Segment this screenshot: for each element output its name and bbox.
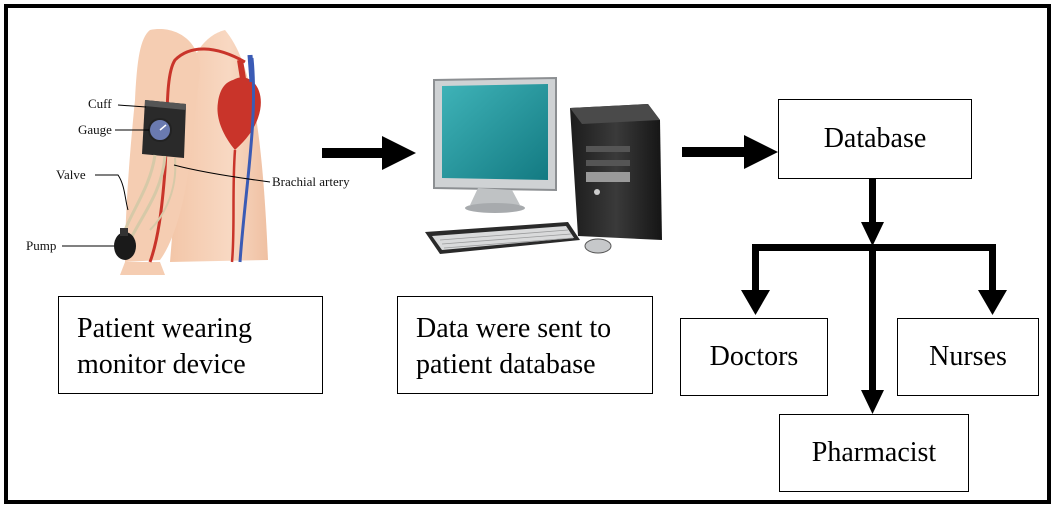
distribution-connectors <box>741 178 1007 414</box>
patient-box-line-1: Patient wearing <box>77 313 252 344</box>
gauge-label: Gauge <box>78 122 112 137</box>
pharmacist-box: Pharmacist <box>779 414 969 492</box>
valve-label: Valve <box>56 167 86 182</box>
blood-pressure-illustration: Cuff Gauge Valve Brachial artery Pump <box>26 29 350 275</box>
arrow-to-computer <box>322 136 416 170</box>
pharmacist-label: Pharmacist <box>811 437 937 468</box>
data-sent-box-line-1: Data were sent to <box>416 313 612 344</box>
brachial-artery-label: Brachial artery <box>272 174 350 189</box>
cuff-label: Cuff <box>88 96 112 111</box>
data-sent-box-line-2: patient database <box>416 349 596 380</box>
arrow-to-database <box>682 135 778 169</box>
data-sent-box: Data were sent to patient database <box>397 296 653 394</box>
nurses-label: Nurses <box>929 341 1007 372</box>
database-box: Database <box>778 99 972 179</box>
diagram-frame <box>4 4 1051 504</box>
nurses-box: Nurses <box>897 318 1039 396</box>
patient-box-line-2: monitor device <box>77 349 246 380</box>
computer-illustration <box>425 76 662 254</box>
patient-box: Patient wearing monitor device <box>58 296 323 394</box>
doctors-label: Doctors <box>709 341 799 372</box>
doctors-box: Doctors <box>680 318 828 396</box>
database-label: Database <box>823 123 927 154</box>
pump-label: Pump <box>26 238 56 253</box>
